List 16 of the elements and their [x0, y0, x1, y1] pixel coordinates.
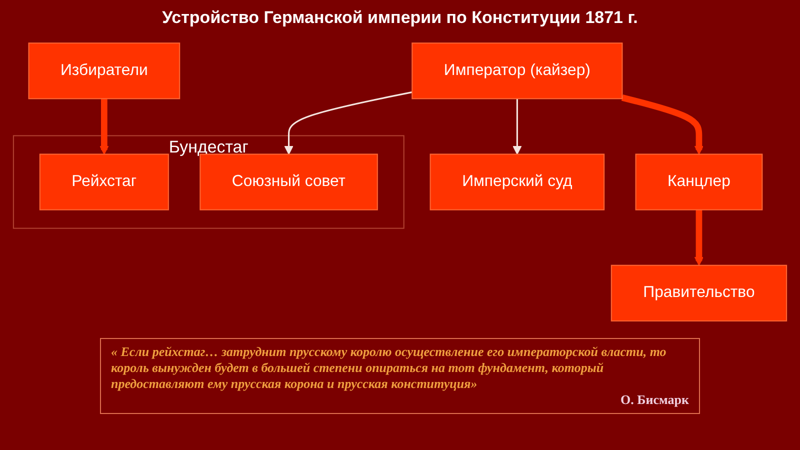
- diagram-title: Устройство Германской империи по Конституции 1871 г.: [161, 8, 639, 28]
- node-box: Правительство: [610, 264, 788, 322]
- arrow: [694, 210, 704, 266]
- node-box: Избиратели: [28, 42, 180, 100]
- quote-author: О. Бисмарк: [620, 392, 689, 408]
- quote-text: « Если рейхстаг… затруднит прусскому королю осуществление его императорской власти, то король вынужден будет в большей степени опираться на тот фундамент, который предоставляют ему прусская корона и прусская конституция»: [111, 344, 668, 392]
- node-box: Канцлер: [635, 154, 763, 210]
- arrow: [100, 98, 109, 155]
- node-box: Рейхстаг: [39, 154, 169, 210]
- quote-box: [100, 338, 700, 414]
- arrow: [512, 98, 522, 155]
- arrow: [621, 94, 704, 155]
- node-box: Император (кайзер): [412, 42, 623, 100]
- node-box: Союзный совет: [200, 154, 378, 210]
- node-box: Имперский суд: [430, 154, 605, 210]
- arrow: [284, 91, 412, 155]
